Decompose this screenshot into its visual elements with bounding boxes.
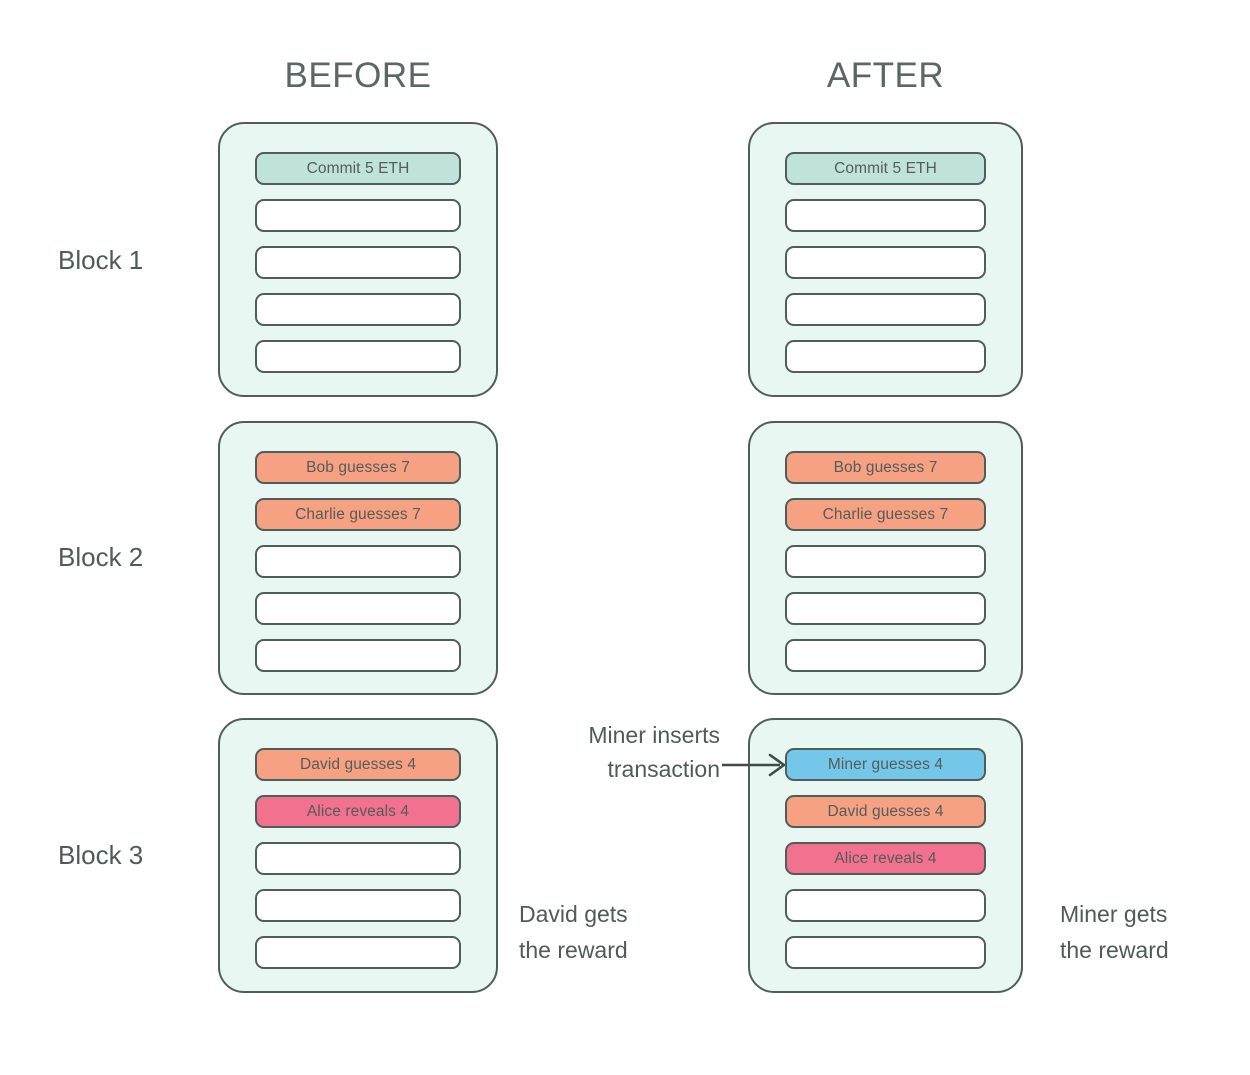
before-block-3: David guesses 4 Alice reveals 4: [218, 718, 498, 993]
empty-transaction-slot: [255, 246, 461, 279]
transaction-list: Miner guesses 4 David guesses 4 Alice reve…: [785, 748, 986, 969]
transaction-row: Bob guesses 7: [785, 451, 986, 484]
transaction-row: Commit 5 ETH: [255, 152, 461, 185]
empty-transaction-slot: [255, 592, 461, 625]
transaction-row: Bob guesses 7: [255, 451, 461, 484]
empty-transaction-slot: [255, 936, 461, 969]
after-block-3: Miner guesses 4 David guesses 4 Alice reve…: [748, 718, 1023, 993]
block-label-2: Block 2: [58, 542, 144, 572]
empty-transaction-slot: [255, 199, 461, 232]
empty-transaction-slot: [255, 842, 461, 875]
after-block-1: Commit 5 ETH: [748, 122, 1023, 397]
after-reward-caption: Miner gets the reward: [1060, 901, 1169, 963]
transaction-list: Bob guesses 7 Charlie guesses 7: [785, 451, 986, 672]
block-label-3: Block 3: [58, 840, 144, 870]
transaction-row: David guesses 4: [785, 795, 986, 828]
before-reward-caption: David gets the reward: [519, 901, 628, 963]
transaction-row: Alice reveals 4: [785, 842, 986, 875]
empty-transaction-slot: [255, 545, 461, 578]
miner-insert-annotation: Miner inserts transaction: [588, 722, 720, 782]
transaction-list: Commit 5 ETH: [785, 152, 986, 373]
transaction-row: David guesses 4: [255, 748, 461, 781]
empty-transaction-slot: [255, 639, 461, 672]
empty-transaction-slot: [785, 936, 986, 969]
empty-transaction-slot: [785, 592, 986, 625]
transaction-list: David guesses 4 Alice reveals 4: [255, 748, 461, 969]
transaction-row: Alice reveals 4: [255, 795, 461, 828]
empty-transaction-slot: [255, 340, 461, 373]
column-title-before: BEFORE: [284, 56, 432, 95]
before-block-1: Commit 5 ETH: [218, 122, 498, 397]
empty-transaction-slot: [785, 639, 986, 672]
after-block-2: Bob guesses 7 Charlie guesses 7: [748, 421, 1023, 695]
transaction-list: Bob guesses 7 Charlie guesses 7: [255, 451, 461, 672]
transaction-list: Commit 5 ETH: [255, 152, 461, 373]
empty-transaction-slot: [785, 199, 986, 232]
column-title-after: AFTER: [826, 56, 945, 95]
transaction-row: Charlie guesses 7: [255, 498, 461, 531]
empty-transaction-slot: [255, 889, 461, 922]
transaction-row: Commit 5 ETH: [785, 152, 986, 185]
transaction-row: Miner guesses 4: [785, 748, 986, 781]
arrow-right-icon: [722, 753, 786, 777]
block-label-1: Block 1: [58, 245, 144, 275]
empty-transaction-slot: [785, 293, 986, 326]
empty-transaction-slot: [785, 340, 986, 373]
transaction-row: Charlie guesses 7: [785, 498, 986, 531]
before-block-2: Bob guesses 7 Charlie guesses 7: [218, 421, 498, 695]
empty-transaction-slot: [785, 545, 986, 578]
empty-transaction-slot: [785, 246, 986, 279]
empty-transaction-slot: [255, 293, 461, 326]
empty-transaction-slot: [785, 889, 986, 922]
